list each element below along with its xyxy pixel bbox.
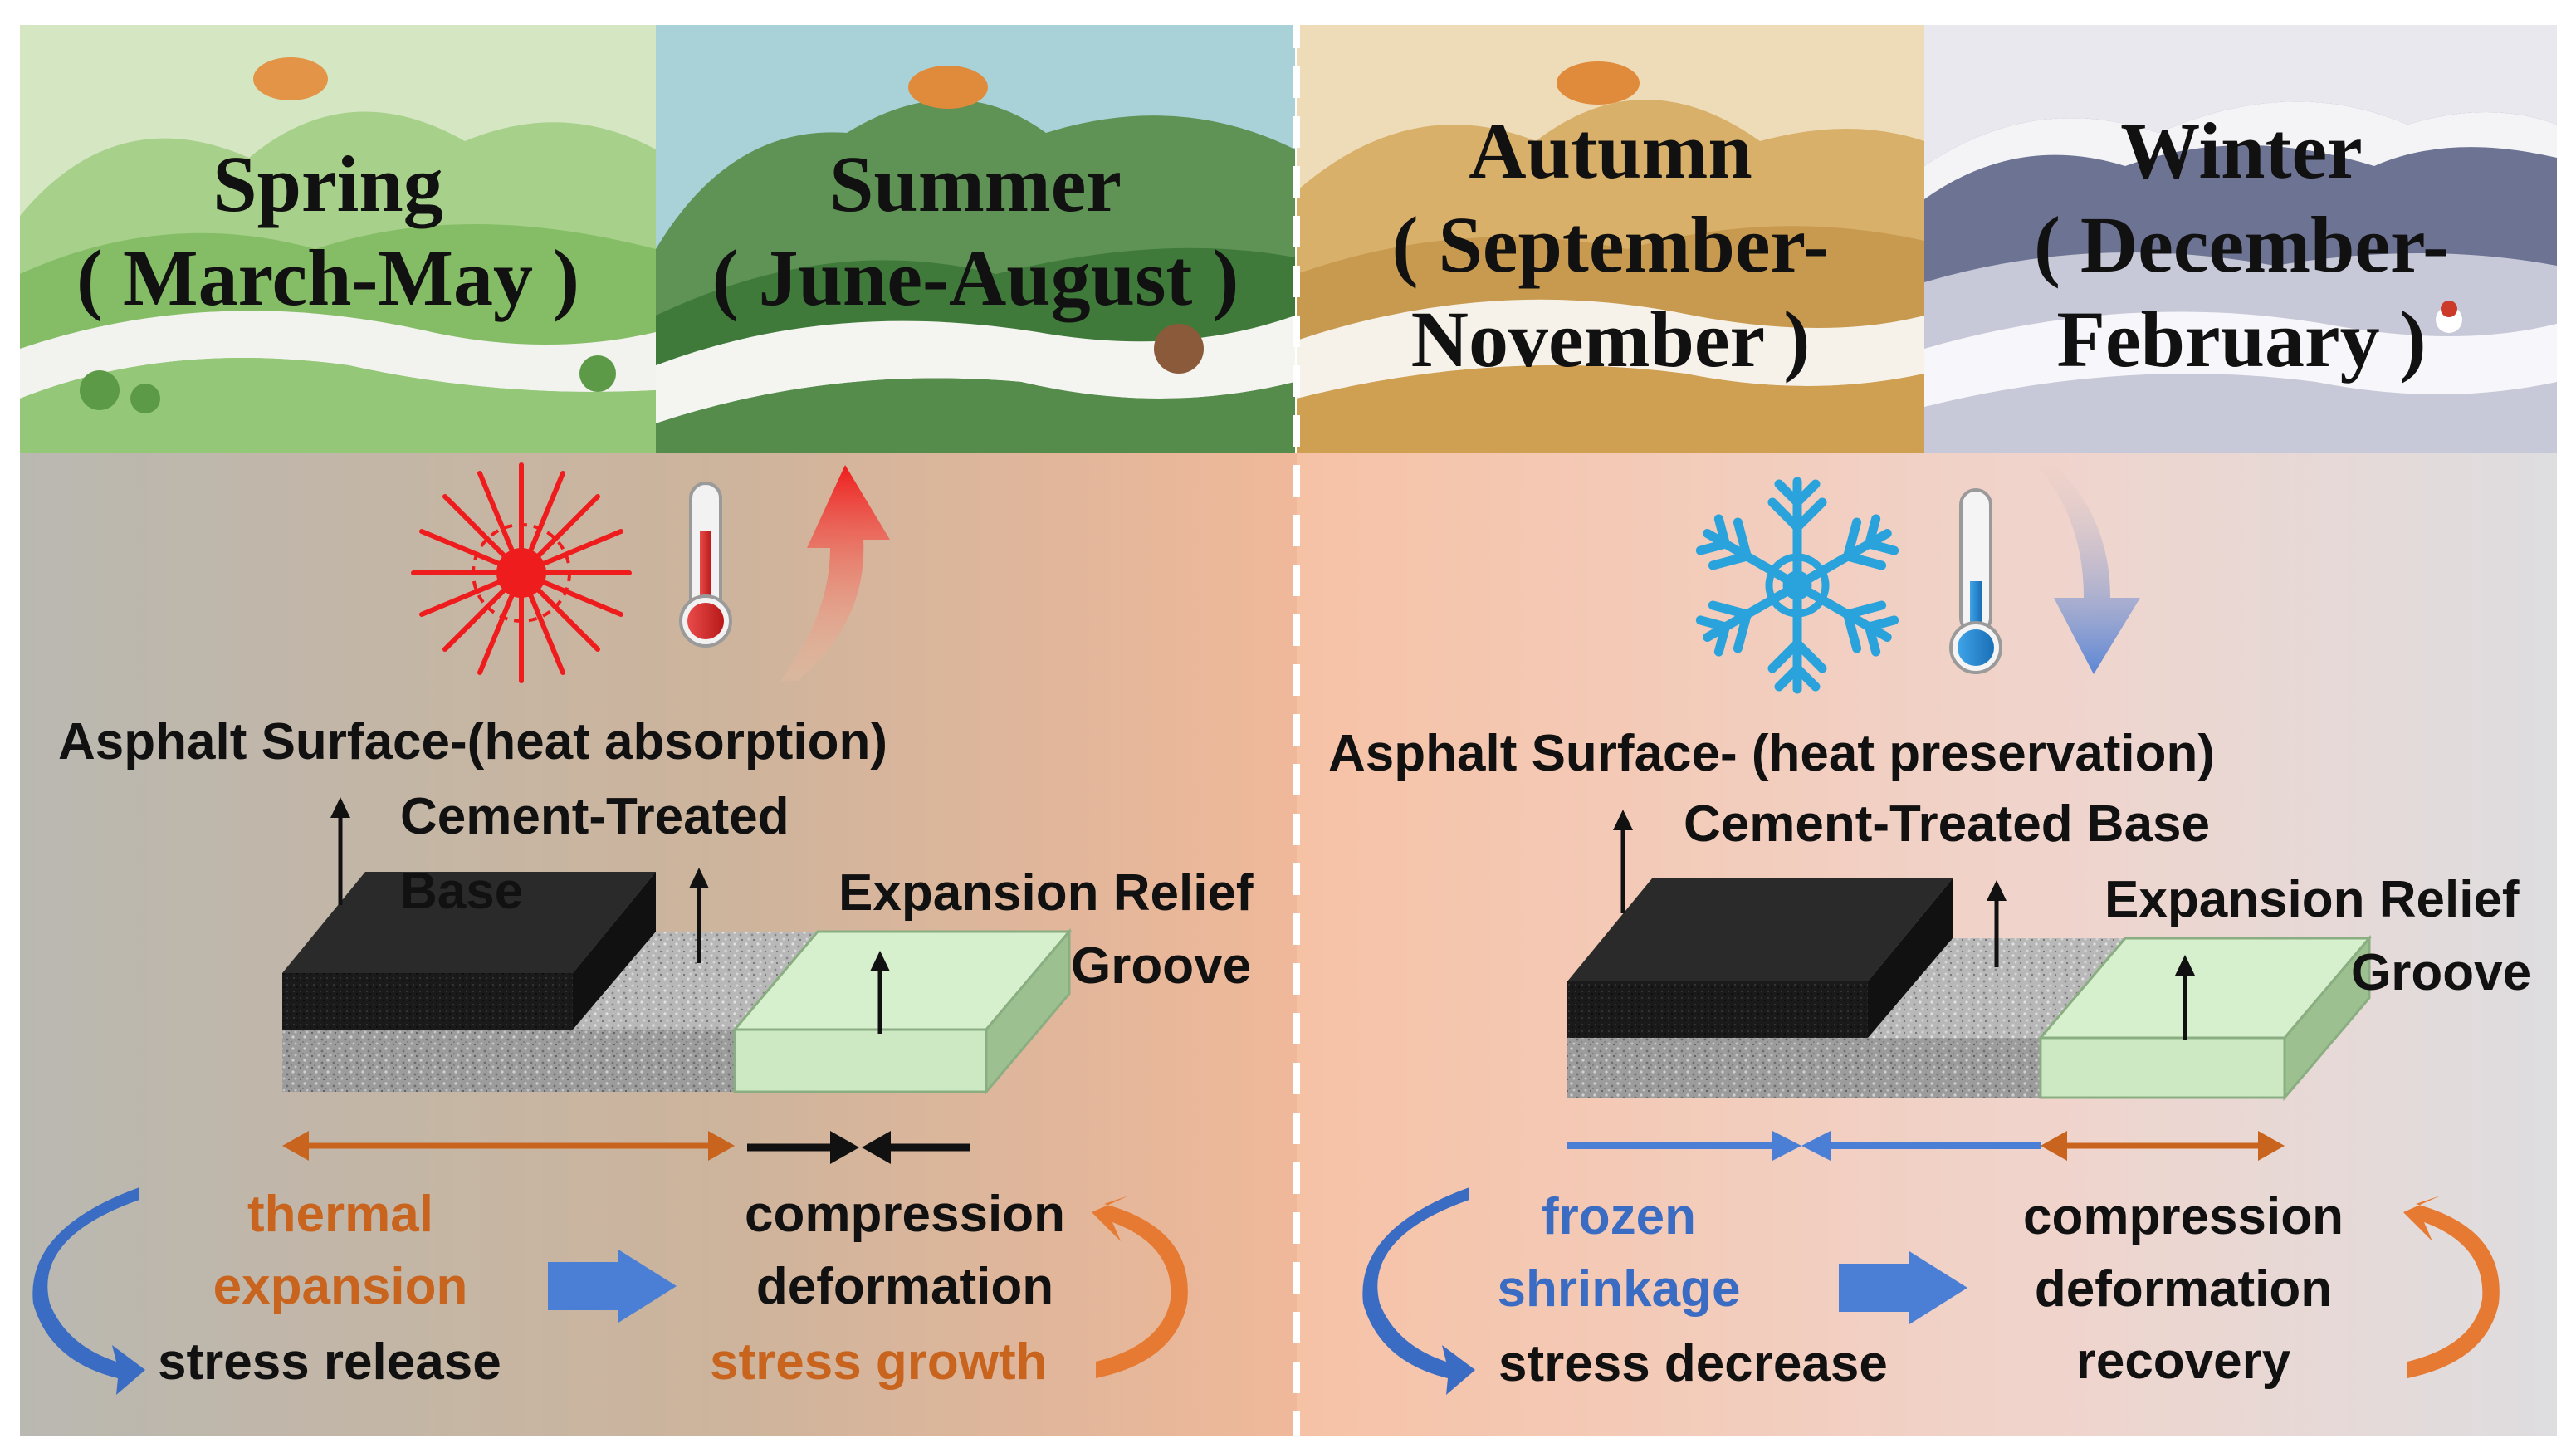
cold-base-label: Cement-Treated Base — [1684, 795, 2211, 853]
temperature-drop-arrow-icon — [2032, 461, 2140, 674]
spring-title: Spring ( March-May ) — [33, 137, 623, 325]
warm-surface-label: Asphalt Surface-(heat absorption) — [58, 713, 887, 771]
cold-pavement-block — [1567, 878, 2373, 1102]
summer-title: Summer ( June-August ) — [664, 137, 1287, 325]
sun-icon — [411, 462, 632, 683]
autumn-name: Autumn — [1469, 106, 1752, 195]
frozen-line: frozen — [1542, 1188, 1696, 1245]
compression-arrows — [747, 1131, 970, 1164]
thermal-expansion-label: thermal expansion — [166, 1179, 515, 1323]
recovery-line: recovery — [2075, 1332, 2291, 1390]
asphalt-layer-front — [282, 973, 573, 1030]
stress-decrease-label: stress decrease — [1498, 1335, 1888, 1392]
cold-surface-label: Asphalt Surface- (heat preservation) — [1328, 725, 2216, 782]
winter-name: Winter — [2120, 106, 2363, 195]
deformation-recovery-arrow — [2041, 1131, 2285, 1161]
warm-groove-label-line2: Groove — [1071, 937, 1252, 995]
snowflake-icon — [1695, 477, 1900, 689]
stress-growth-label: stress growth — [710, 1333, 1048, 1391]
thermal-expansion-arrow — [282, 1131, 735, 1161]
compression-deformation-label: compression deformation — [714, 1179, 1096, 1323]
summer-name: Summer — [829, 139, 1122, 228]
summer-landscape — [656, 25, 1295, 453]
cold-cycle-arrow-left — [1362, 1187, 1475, 1395]
warm-cycle-arrow-right — [1092, 1196, 1188, 1378]
autumn-title: Autumn ( September- November ) — [1320, 104, 1901, 386]
warm-pointer-arrows — [330, 797, 890, 1034]
spring-months: ( March-May ) — [76, 233, 579, 323]
warm-base-label-line1: Cement-Treated — [400, 788, 789, 845]
expansion-line: expansion — [213, 1257, 468, 1315]
winter-landscape — [1924, 25, 2557, 453]
asphalt-layer-side — [573, 872, 656, 1030]
deformation-line: deformation — [755, 1257, 1054, 1315]
warm-groove-label-line1: Expansion Relief — [838, 864, 1254, 922]
summer-months: ( June-August ) — [711, 233, 1239, 323]
cold-pointer-arrows — [1613, 810, 2195, 1040]
cold-thermometer-icon — [1949, 488, 2002, 674]
winter-months-line1: ( December- — [2033, 200, 2450, 290]
hot-thermometer-icon — [679, 482, 732, 648]
cold-compression-line: compression — [2023, 1188, 2344, 1245]
autumn-landscape — [1297, 25, 1924, 453]
expansion-groove-front — [733, 1028, 988, 1093]
frozen-shrinkage-arrows — [1567, 1131, 2041, 1161]
expansion-groove-side — [985, 927, 1071, 1096]
stress-release-label: stress release — [158, 1333, 501, 1391]
spring-landscape — [20, 25, 656, 453]
winter-months-line2: February ) — [2056, 294, 2427, 384]
cold-groove-label-line2: Groove — [2351, 944, 2532, 1001]
warm-base-label-line2: Base — [400, 863, 524, 920]
warm-pavement-block — [282, 872, 1073, 1096]
shrinkage-line: shrinkage — [1497, 1260, 1741, 1318]
spring-name: Spring — [213, 139, 443, 228]
cold-groove-label-line1: Expansion Relief — [2104, 871, 2520, 928]
cement-base-side — [282, 1030, 735, 1092]
autumn-months-line1: ( September- — [1391, 200, 1830, 290]
winter-title: Winter ( December- February ) — [1943, 104, 2540, 386]
cold-deformation-line: deformation — [2034, 1260, 2333, 1318]
compression-line: compression — [745, 1186, 1065, 1243]
compression-deformation-recovery-label: compression deformation recovery — [1992, 1181, 2374, 1397]
cold-process-arrow — [1839, 1251, 1967, 1324]
autumn-months-line2: November ) — [1410, 294, 1811, 384]
cold-cycle-arrow-right — [2403, 1196, 2500, 1378]
asphalt-layer-top — [282, 872, 656, 973]
warm-cycle-arrow-left — [32, 1187, 145, 1395]
temperature-rise-arrow-icon — [780, 465, 890, 681]
frozen-shrinkage-label: frozen shrinkage — [1453, 1181, 1785, 1326]
thermal-line: thermal — [247, 1186, 433, 1243]
warm-process-arrow — [548, 1250, 677, 1323]
